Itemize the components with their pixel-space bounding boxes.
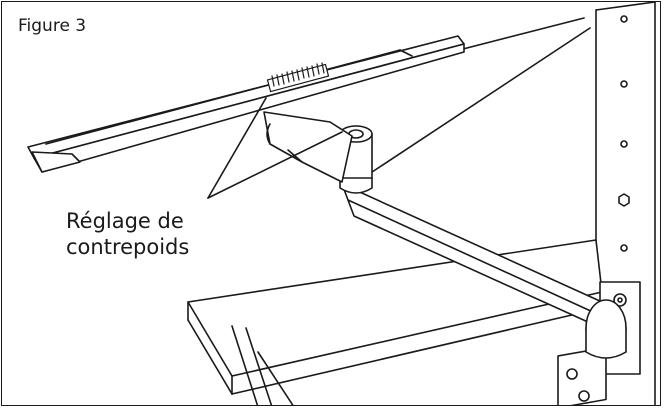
callout-line-2: contrepoids	[66, 235, 190, 259]
figure-title: Figure 3	[18, 16, 87, 36]
adjustment-knob	[266, 62, 330, 93]
desk	[187, 239, 603, 405]
tray-panel	[27, 35, 465, 173]
callout-leaders	[207, 97, 343, 199]
tilt-bracket	[263, 111, 353, 183]
callout-line-1: Réglage de	[66, 209, 184, 233]
support-arm	[341, 183, 627, 359]
counterweight-callout: Réglage de contrepoids	[66, 208, 189, 260]
